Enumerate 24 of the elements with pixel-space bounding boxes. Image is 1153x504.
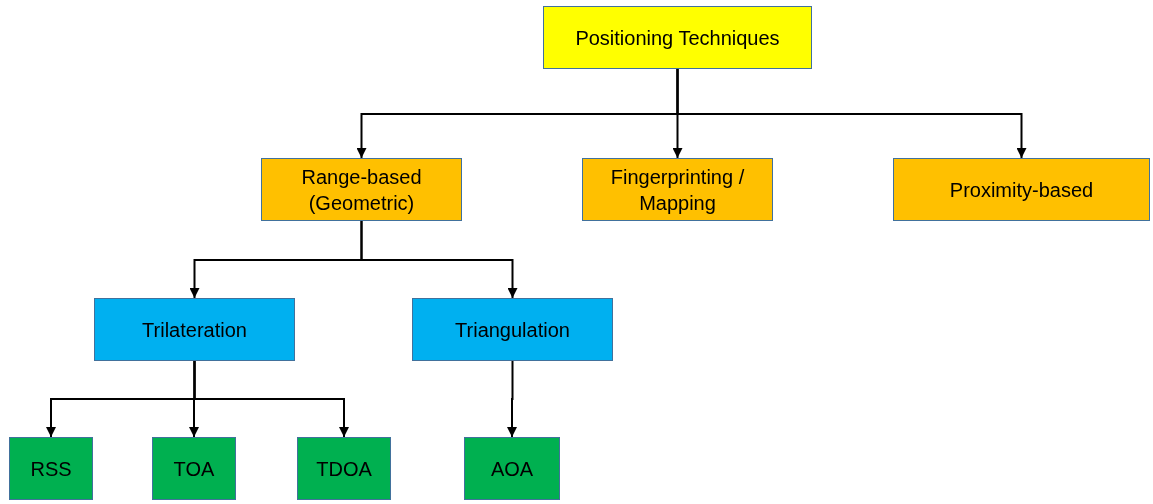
category-box [9, 437, 93, 500]
node-label: TOA [173, 456, 215, 482]
node-label: Triangulation [455, 317, 570, 343]
connector-arrow [507, 360, 517, 438]
category-box [582, 158, 773, 221]
category-box [94, 298, 295, 361]
category-box [261, 158, 462, 221]
connector-arrow [676, 68, 1027, 159]
connector-arrow [360, 220, 518, 299]
node-label: AOA [490, 456, 534, 482]
node-label: TDOA [316, 456, 372, 482]
category-box [152, 437, 236, 500]
node-label: RSS [30, 456, 72, 482]
node-label: Proximity-based [949, 177, 1094, 203]
category-box [297, 437, 391, 500]
category-box [412, 298, 613, 361]
category-box [464, 437, 560, 500]
node-label: Trilateration [142, 317, 247, 343]
node-label: Range-based (Geometric) [300, 164, 423, 216]
category-box [893, 158, 1150, 221]
node-label: Positioning Techniques [575, 25, 780, 51]
connector-arrow [193, 360, 349, 438]
category-box [543, 6, 812, 69]
node-label: Fingerprinting / Mapping [609, 164, 746, 216]
